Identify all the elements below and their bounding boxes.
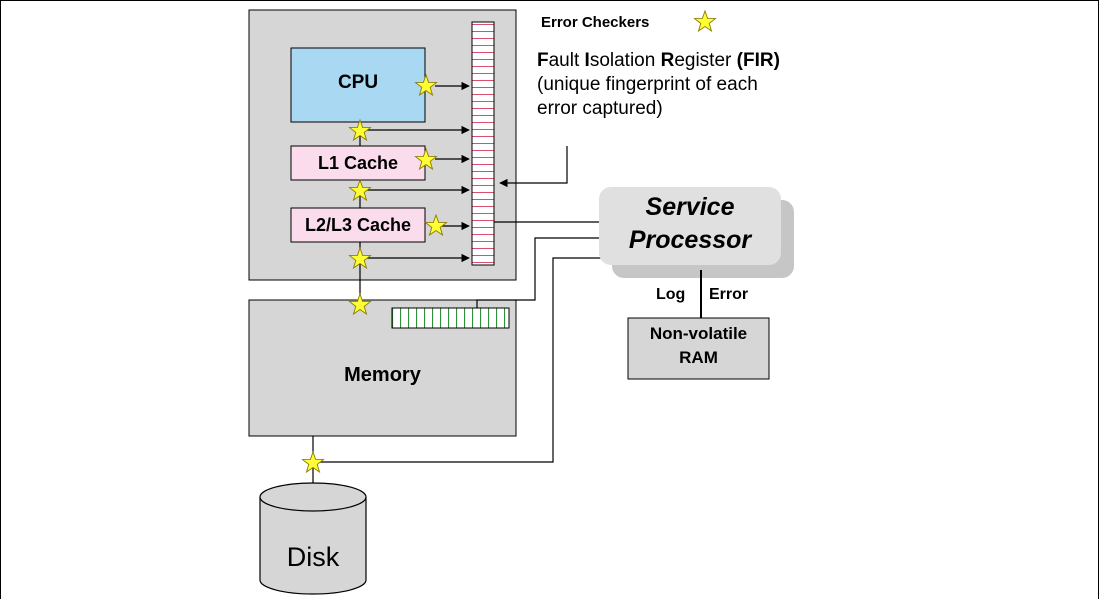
star-icon <box>693 9 717 33</box>
l1-cache-box <box>290 145 426 181</box>
l2l3-cache-box <box>290 207 426 243</box>
star-icon <box>348 292 372 316</box>
disk-icon <box>259 482 367 595</box>
error-label: Error <box>709 286 749 303</box>
fir-title: Fault Isolation Register (FIR) <box>537 50 780 71</box>
service-processor-box <box>599 187 781 265</box>
log-label: Log <box>656 286 686 303</box>
star-icon <box>301 450 325 474</box>
star-icon <box>424 213 448 237</box>
memory-error-register <box>391 307 510 329</box>
star-icon <box>414 73 438 97</box>
star-icon <box>414 147 438 171</box>
fir-description-line2: error captured) <box>537 98 663 119</box>
star-icon <box>348 178 372 202</box>
cpu-label: CPU <box>337 72 379 93</box>
memory-label: Memory <box>344 364 421 386</box>
nvram-label-line1: Non-volatile <box>649 324 748 343</box>
fir-description-line1: (unique fingerprint of each <box>537 74 758 95</box>
star-icon <box>348 246 372 270</box>
error-checkers-legend: Error Checkers <box>541 14 650 31</box>
fir-register <box>471 21 495 266</box>
l1-cache-label: L1 Cache <box>317 153 399 173</box>
fir-pointer-arrow <box>499 146 568 188</box>
service-processor-line1: Service <box>645 193 735 221</box>
disk-label: Disk <box>286 542 340 572</box>
cpu-box <box>290 47 426 123</box>
l2l3-cache-label: L2/L3 Cache <box>304 215 412 235</box>
nvram-box <box>627 317 770 380</box>
star-icon <box>348 118 372 142</box>
nvram-label-line2: RAM <box>679 348 718 367</box>
service-processor-line2: Processor <box>628 226 752 254</box>
